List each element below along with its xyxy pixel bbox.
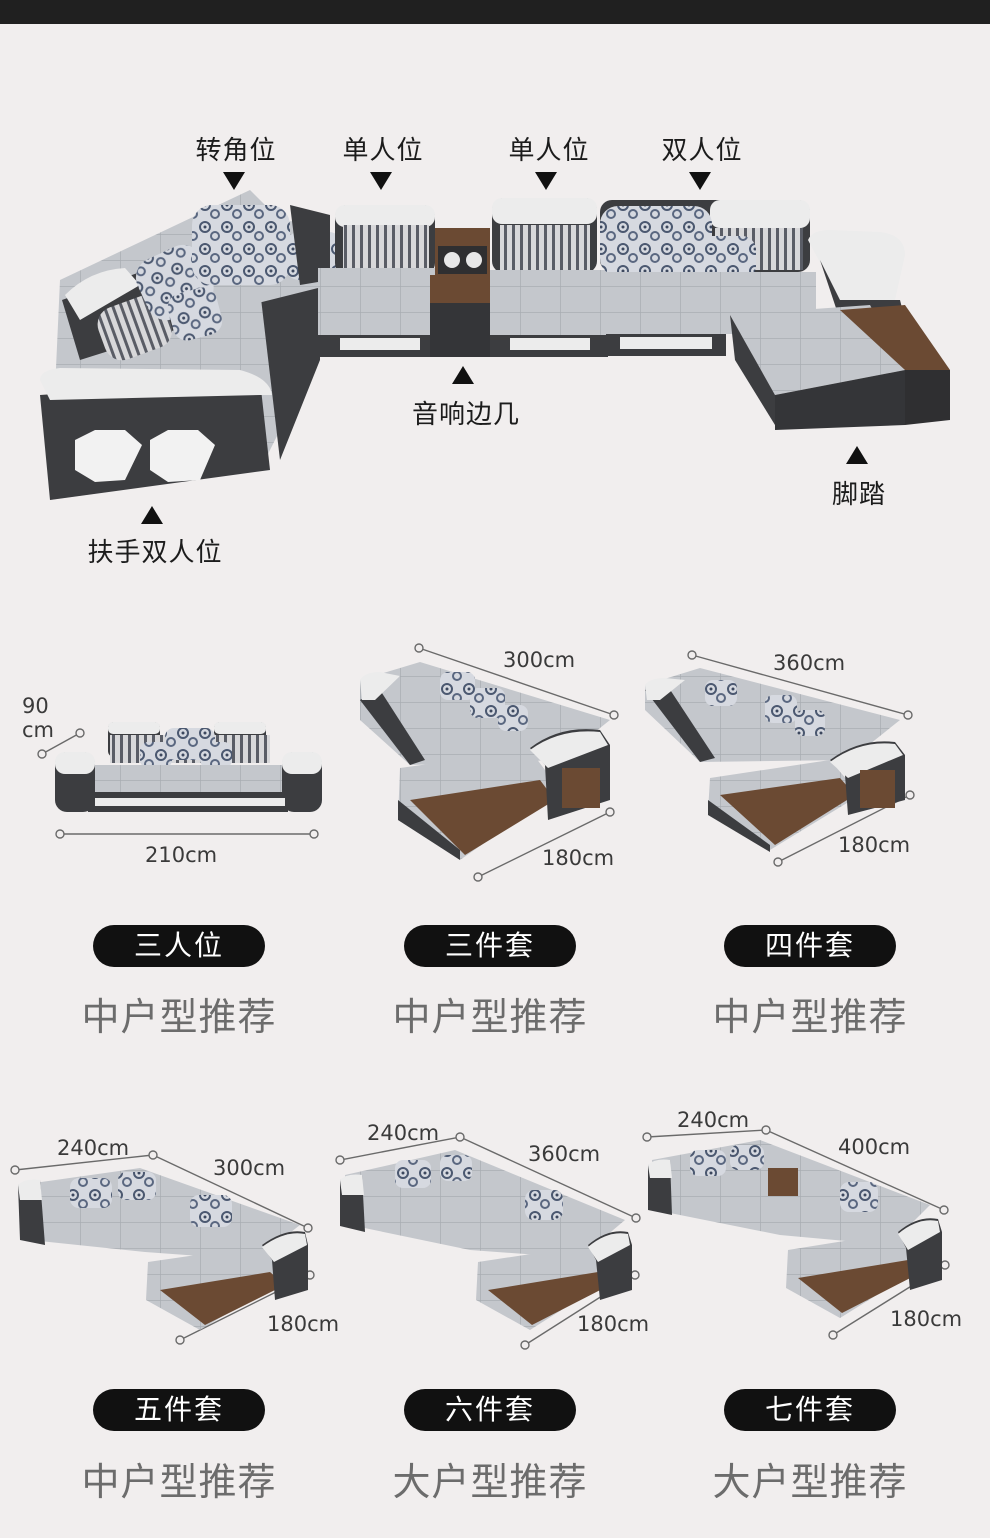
set-recommendation: 中户型推荐 [81, 1460, 277, 1504]
arrow-up-icon [141, 506, 163, 524]
corner-module [192, 205, 343, 305]
dim-label: 240cm [57, 1136, 130, 1160]
armrest-double-module [40, 190, 320, 500]
set-recommendation: 大户型推荐 [712, 1460, 908, 1504]
dim-label: 180cm [542, 846, 615, 870]
arrow-down-icon [370, 172, 392, 190]
set-name-badge: 三件套 [404, 925, 576, 967]
single-seat-1 [318, 205, 436, 357]
dim-label: 360cm [528, 1142, 601, 1166]
arrow-down-icon [535, 172, 557, 190]
dim-label: 360cm [773, 651, 846, 675]
set-name-badge: 六件套 [404, 1389, 576, 1431]
ottoman-module [730, 230, 950, 430]
top-bar [0, 0, 990, 24]
set-3-sofa [645, 668, 905, 852]
arrow-down-icon [223, 172, 245, 190]
single-seat-2 [490, 198, 608, 357]
dim-label: 210cm [145, 843, 218, 867]
dim-label: 240cm [367, 1121, 440, 1145]
set-4-sofa [18, 1168, 308, 1330]
label-single-1: 单人位 [342, 136, 424, 166]
label-single-2: 单人位 [508, 136, 590, 166]
set-6-sofa [648, 1140, 942, 1318]
arrow-up-icon [846, 446, 868, 464]
dim-label: 300cm [213, 1156, 286, 1180]
dim-label: 240cm [677, 1108, 750, 1132]
label-speaker-table: 音响边几 [411, 400, 521, 430]
dim-label: 180cm [838, 833, 911, 857]
set-1-sofa [55, 722, 322, 812]
dim-label: 300cm [503, 648, 576, 672]
dim-label: 90 cm [22, 694, 55, 742]
set-5-sofa [340, 1150, 632, 1330]
set-recommendation: 中户型推荐 [392, 995, 588, 1039]
dim-label: 180cm [267, 1312, 340, 1336]
dim-label: 180cm [890, 1307, 963, 1331]
set-recommendation: 中户型推荐 [81, 995, 277, 1039]
label-armrest-double: 扶手双人位 [87, 538, 223, 568]
dim-label: 180cm [577, 1312, 650, 1336]
set-name-badge: 五件套 [93, 1389, 265, 1431]
set-recommendation: 大户型推荐 [392, 1460, 588, 1504]
speaker-side-table [430, 228, 492, 357]
arrow-down-icon [689, 172, 711, 190]
label-ottoman: 脚踏 [831, 480, 887, 510]
label-corner: 转角位 [195, 136, 277, 166]
set-name-badge: 四件套 [724, 925, 896, 967]
set-2-sofa [360, 662, 610, 860]
double-seat [600, 200, 816, 356]
set-name-badge: 七件套 [724, 1389, 896, 1431]
dim-label: 400cm [838, 1135, 911, 1159]
set-name-badge: 三人位 [93, 925, 265, 967]
arrow-up-icon [452, 366, 474, 384]
label-double: 双人位 [661, 136, 743, 166]
set-recommendation: 中户型推荐 [712, 995, 908, 1039]
